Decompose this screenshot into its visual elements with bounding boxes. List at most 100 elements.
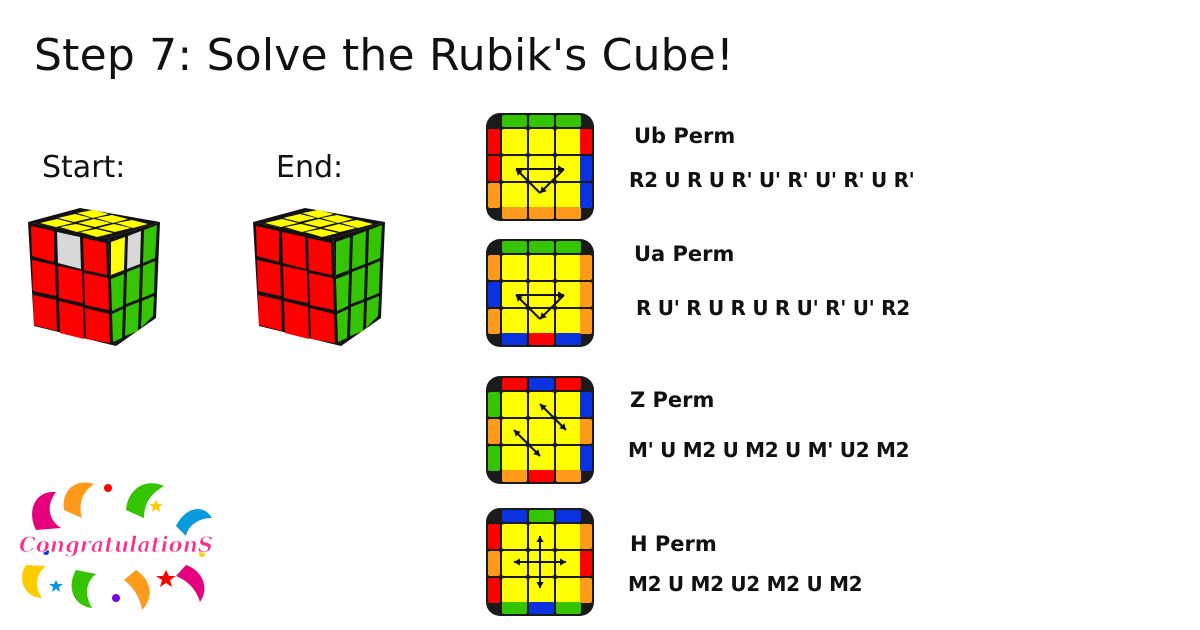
top-sticker: [502, 524, 527, 549]
top-sticker: [556, 392, 581, 417]
arrowhead: [540, 312, 547, 319]
side-sticker: [556, 241, 581, 253]
side-sticker: [488, 446, 500, 471]
top-sticker: [556, 309, 581, 334]
top-sticker: [529, 255, 554, 280]
side-sticker: [488, 578, 500, 603]
side-sticker: [488, 156, 500, 181]
h-perm-name: H Perm: [630, 532, 717, 556]
top-sticker: [502, 551, 527, 576]
side-sticker: [580, 524, 592, 549]
side-sticker: [529, 470, 554, 482]
side-sticker: [488, 392, 500, 417]
top-sticker: [529, 578, 554, 603]
side-sticker: [488, 282, 500, 307]
top-sticker: [529, 551, 554, 576]
top-sticker: [556, 282, 581, 307]
side-sticker: [529, 115, 554, 127]
arrowhead: [514, 430, 521, 437]
side-sticker: [502, 510, 527, 522]
side-sticker: [556, 510, 581, 522]
top-sticker: [529, 419, 554, 444]
top-sticker: [502, 578, 527, 603]
z-perm-algorithm: M' U M2 U M2 U M' U2 M2: [628, 438, 910, 462]
side-sticker: [529, 510, 554, 522]
side-sticker: [502, 378, 527, 390]
side-sticker: [580, 156, 592, 181]
side-sticker: [502, 207, 527, 219]
side-sticker: [580, 578, 592, 603]
top-sticker: [502, 392, 527, 417]
ub-perm-diagram: [486, 113, 594, 221]
arrowhead: [558, 291, 564, 299]
side-sticker: [580, 282, 592, 307]
top-sticker: [556, 255, 581, 280]
side-sticker: [580, 183, 592, 208]
ua-perm-algorithm: R U' R U R U R U' R' U' R2: [636, 296, 910, 320]
side-sticker: [529, 602, 554, 614]
arrowhead: [516, 295, 523, 302]
side-sticker: [529, 378, 554, 390]
side-sticker: [502, 241, 527, 253]
h-perm-algorithm: M2 U M2 U2 M2 U M2: [628, 572, 863, 596]
arrowhead: [560, 558, 566, 566]
start-label: Start:: [42, 150, 126, 185]
top-sticker: [502, 255, 527, 280]
side-sticker: [556, 602, 581, 614]
side-sticker: [580, 129, 592, 154]
top-sticker: [502, 309, 527, 334]
top-sticker: [502, 183, 527, 208]
top-sticker: [502, 446, 527, 471]
top-sticker: [529, 129, 554, 154]
side-sticker: [488, 255, 500, 280]
side-sticker: [488, 309, 500, 334]
side-sticker: [580, 392, 592, 417]
top-sticker: [556, 183, 581, 208]
arrowhead: [514, 558, 520, 566]
side-sticker: [529, 207, 554, 219]
start-cube-image: [28, 208, 160, 346]
arrowhead: [558, 165, 564, 173]
side-sticker: [502, 602, 527, 614]
side-sticker: [556, 333, 581, 345]
arrowhead: [559, 423, 566, 430]
arrowhead: [540, 404, 547, 411]
ua-perm-diagram: [486, 239, 594, 347]
side-sticker: [580, 419, 592, 444]
top-sticker: [556, 446, 581, 471]
side-sticker: [556, 378, 581, 390]
arrowhead: [516, 169, 523, 176]
side-sticker: [488, 524, 500, 549]
arrow-icon: [515, 165, 565, 194]
side-sticker: [580, 309, 592, 334]
arrowhead: [533, 449, 540, 456]
side-sticker: [502, 115, 527, 127]
arrowhead: [540, 186, 547, 193]
top-sticker: [556, 578, 581, 603]
congratulations-text: CongratulationS: [19, 532, 213, 557]
side-sticker: [580, 551, 592, 576]
arrow-icon: [513, 403, 567, 457]
side-sticker: [529, 241, 554, 253]
page-title: Step 7: Solve the Rubik's Cube!: [34, 30, 734, 81]
top-sticker: [556, 156, 581, 181]
side-sticker: [580, 255, 592, 280]
arrowhead: [536, 536, 544, 542]
side-sticker: [556, 207, 581, 219]
arrow-icon: [514, 536, 566, 588]
arrow-icon: [515, 291, 565, 320]
z-perm-diagram: [486, 376, 594, 484]
side-sticker: [488, 183, 500, 208]
side-sticker: [488, 129, 500, 154]
top-sticker: [529, 524, 554, 549]
side-sticker: [529, 333, 554, 345]
top-sticker: [556, 129, 581, 154]
congratulations-image: CongratulationS: [19, 482, 213, 610]
side-sticker: [488, 551, 500, 576]
side-sticker: [556, 115, 581, 127]
ub-perm-name: Ub Perm: [634, 124, 736, 148]
side-sticker: [502, 333, 527, 345]
side-sticker: [488, 419, 500, 444]
top-sticker: [502, 129, 527, 154]
end-cube-image: [253, 208, 385, 346]
